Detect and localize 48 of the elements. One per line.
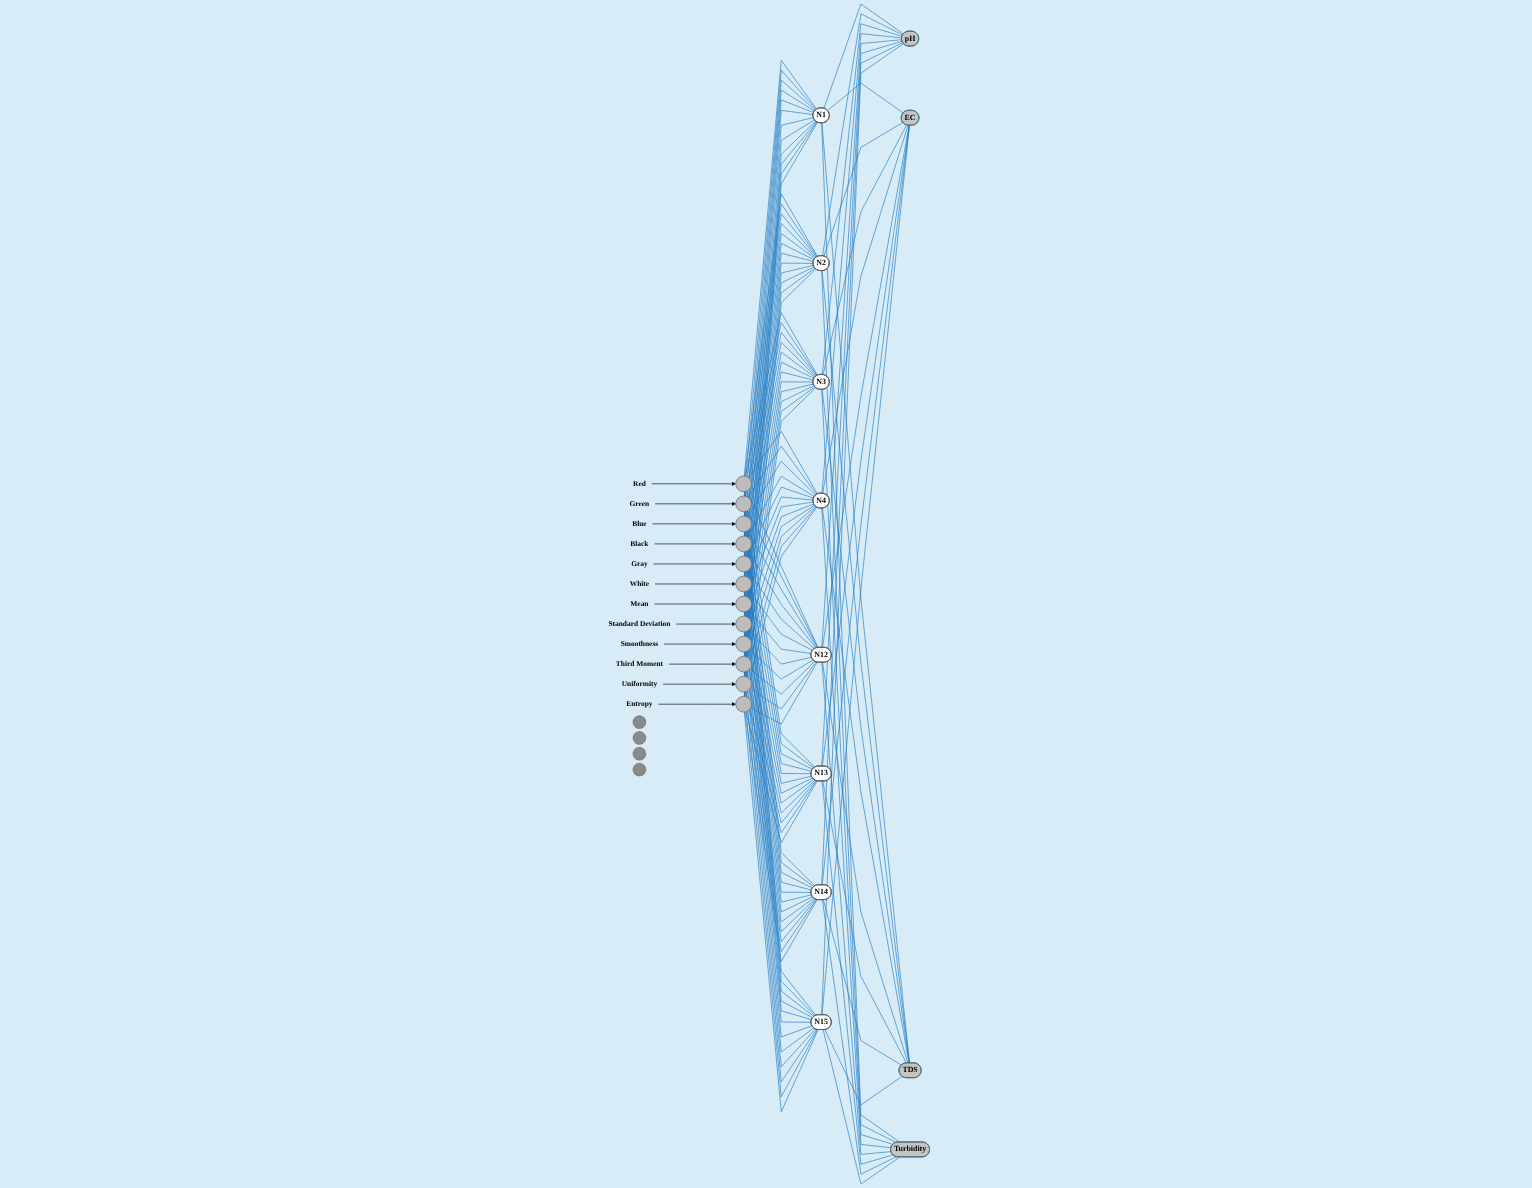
connector [822,662,909,1064]
node-circle [735,495,752,513]
connector [747,530,818,649]
connector [823,3,904,109]
node-circle [735,515,752,533]
connector [821,122,901,1143]
connector [822,125,909,494]
node-circle [735,615,752,633]
connector [745,711,818,844]
node-circle [735,555,752,573]
connector [821,270,897,1143]
node-circle [735,535,752,553]
node-circle [735,695,752,713]
connector [821,41,903,767]
connector [745,312,818,477]
node-circle [632,762,647,777]
node-circle [735,595,752,613]
node-circle [735,675,752,693]
connector [822,899,897,1175]
connector [822,1029,901,1185]
connector [746,490,819,648]
connector [823,899,902,1066]
connector [821,33,903,494]
connector [822,780,907,1064]
connector [744,322,818,497]
connector [821,23,903,375]
connector [822,13,904,257]
connector [821,125,910,767]
connector [821,507,892,1149]
connector [821,389,894,1145]
connector [823,122,904,257]
node-circle [735,475,752,493]
node-circle [735,635,752,653]
node-circle [735,655,752,673]
node-circle [632,715,647,729]
connector [822,125,910,648]
connector [822,507,910,1064]
node-circle [632,747,647,761]
connector [744,631,815,804]
connector [744,611,813,794]
connector [750,661,818,725]
connector [821,662,892,1155]
node-circle [632,731,647,745]
connector [821,39,903,648]
connector [821,780,894,1165]
connector [822,124,907,376]
node-circle [735,575,752,593]
connector [745,651,816,814]
